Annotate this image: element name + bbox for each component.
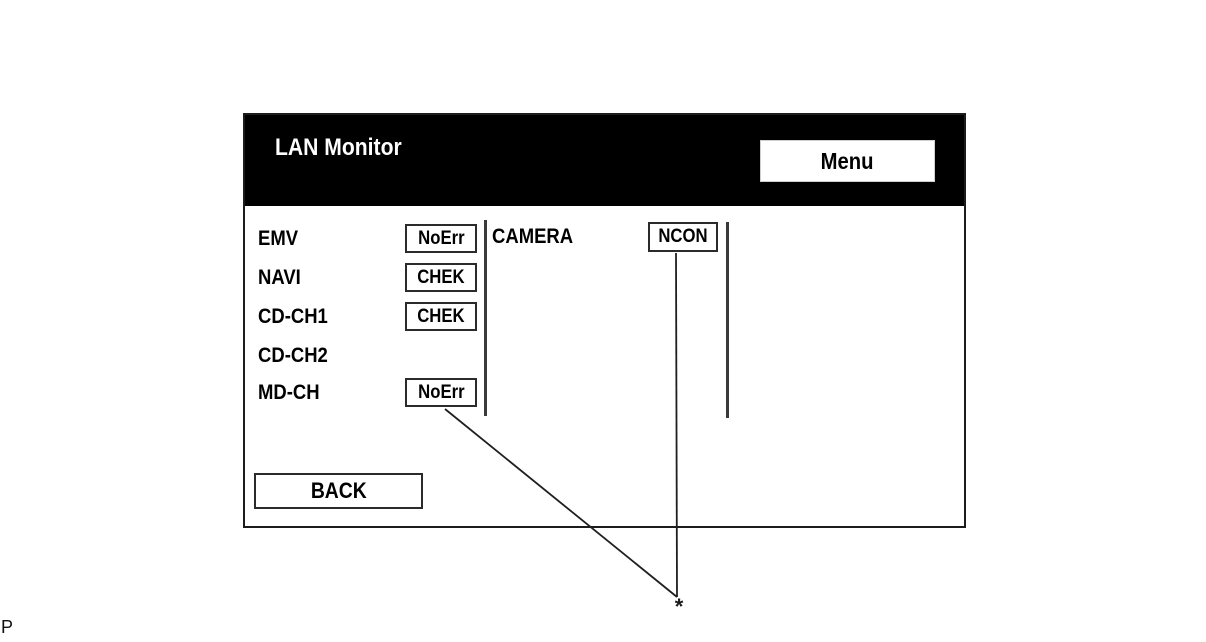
back-button[interactable]: BACK [254, 473, 423, 509]
device-label-text: CD-CH1 [258, 304, 328, 328]
device-label-cd-ch1: CD-CH1 [258, 302, 337, 331]
column-divider-right [726, 222, 729, 418]
menu-button-label: Menu [821, 147, 874, 174]
status-box-camera: NCON [648, 222, 718, 252]
lan-monitor-screen: LAN Monitor Menu EMV NoErr NAVI CHEK CD-… [243, 113, 966, 528]
back-button-label: BACK [310, 478, 367, 503]
device-label-text: EMV [258, 226, 299, 250]
screen-header: LAN Monitor Menu [245, 115, 964, 206]
status-value: CHEK [417, 266, 465, 288]
menu-button[interactable]: Menu [760, 140, 935, 182]
status-box-navi: CHEK [405, 263, 477, 292]
page-corner-letter: P [1, 617, 14, 637]
device-label-text: NAVI [258, 265, 301, 289]
device-label-camera: CAMERA [492, 222, 584, 252]
device-label-text: CD-CH2 [258, 343, 328, 367]
status-value: NCON [658, 226, 708, 247]
status-box-cd-ch1: CHEK [405, 302, 477, 331]
device-label-cd-ch2: CD-CH2 [258, 341, 337, 370]
status-box-md-ch: NoErr [405, 378, 477, 407]
page-title-text: LAN Monitor [275, 134, 402, 161]
device-label-text: MD-CH [258, 380, 320, 404]
status-value: CHEK [417, 305, 465, 327]
device-label-navi: NAVI [258, 263, 307, 292]
status-value: NoErr [417, 227, 465, 249]
footnote-asterisk: * [674, 594, 684, 619]
device-label-emv: EMV [258, 224, 304, 253]
page-title: LAN Monitor [275, 134, 419, 162]
status-value: NoErr [417, 381, 465, 403]
column-divider-left [484, 220, 487, 416]
device-label-text: CAMERA [492, 225, 574, 248]
status-box-emv: NoErr [405, 224, 477, 253]
device-label-md-ch: MD-CH [258, 378, 328, 407]
